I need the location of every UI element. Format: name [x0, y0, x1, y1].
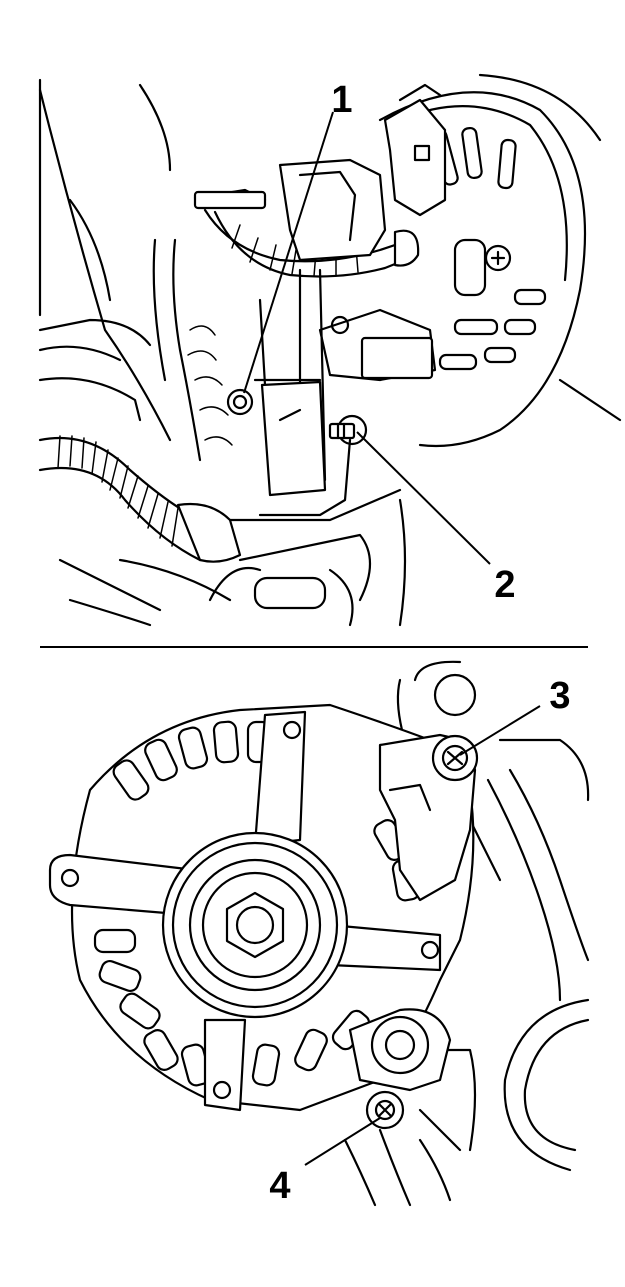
bolt-1	[226, 388, 254, 416]
bottom-figure-alternator-front	[48, 660, 590, 1207]
top-figure-alternator-rear	[38, 73, 622, 627]
bolt-4	[365, 1090, 405, 1130]
harness-ribs	[57, 435, 179, 547]
terminal-nut-2	[258, 414, 368, 517]
leader-line-2	[356, 431, 491, 565]
leader-line-4	[304, 1117, 381, 1166]
pulley	[161, 831, 349, 1019]
leader-line-3	[459, 705, 541, 756]
callout-2: 2	[494, 564, 515, 606]
callout-3: 3	[549, 675, 570, 717]
callout-4: 4	[269, 1165, 290, 1207]
top-callout-leaders	[243, 111, 491, 565]
leader-line-1	[243, 111, 334, 394]
callout-1: 1	[331, 79, 352, 121]
end-frame-slots	[431, 126, 547, 371]
bolt-3	[431, 734, 479, 782]
bottom-callout-leaders	[304, 705, 541, 1166]
